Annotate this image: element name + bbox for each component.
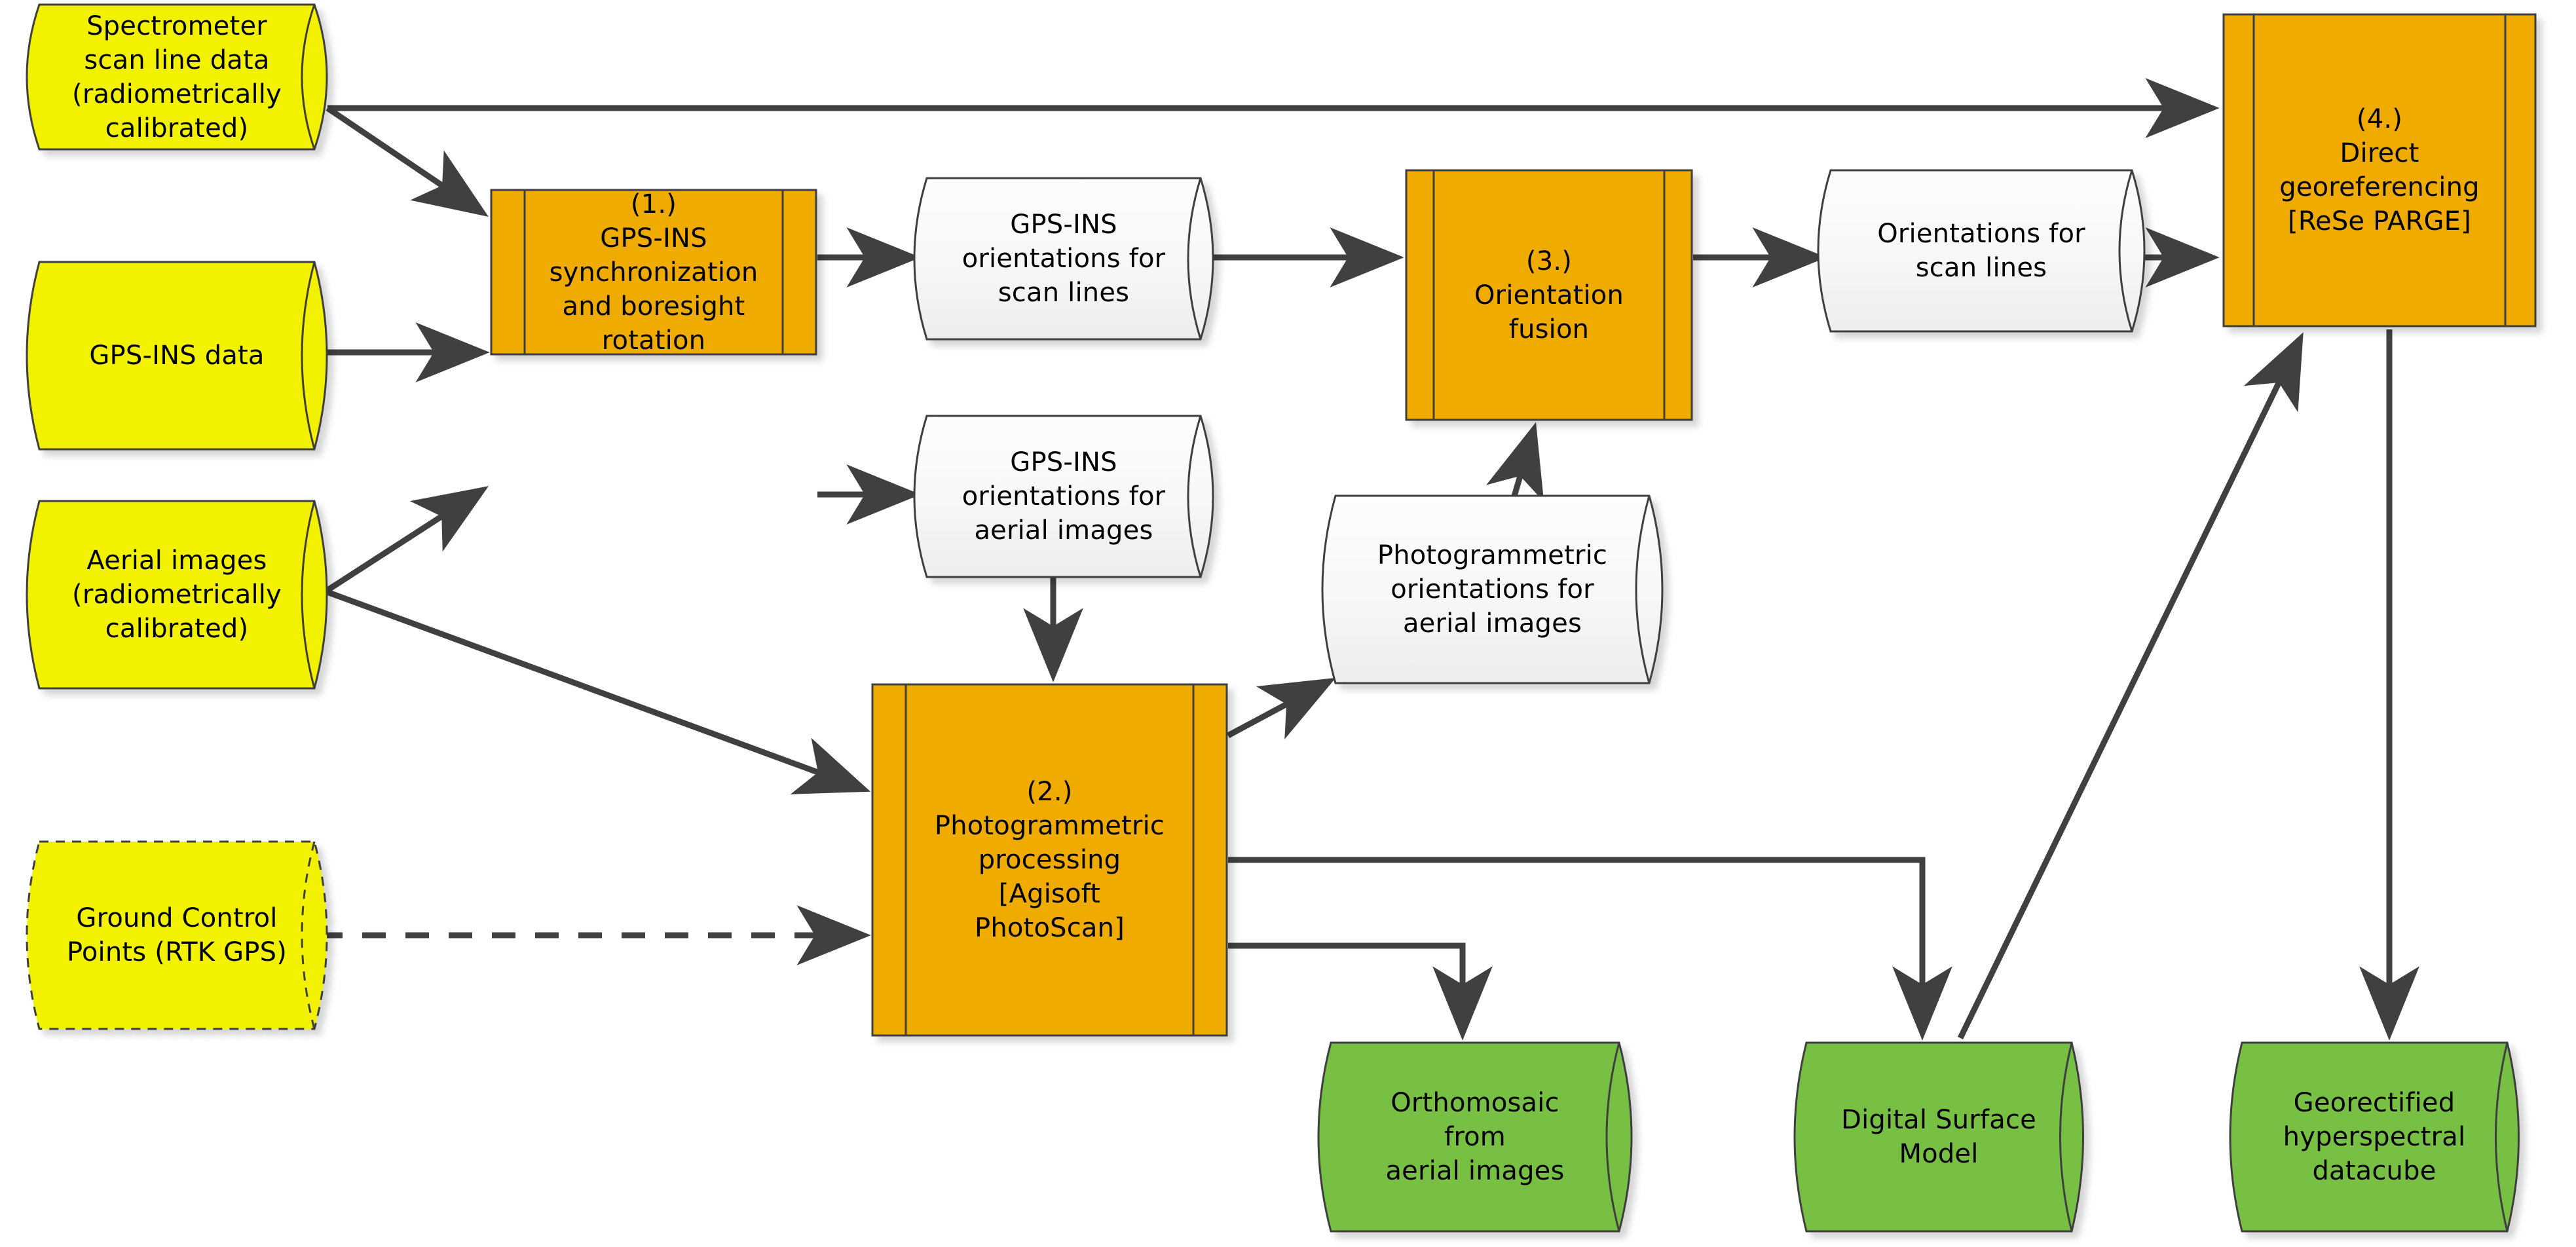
node-label: Digital Surface Model [1841, 1105, 2036, 1169]
edge-proc2-to-orthomosaic [1228, 942, 1493, 1041]
node-process-3-orientation-fusion[interactable]: (3.) Orientation fusion [1405, 169, 1693, 421]
node-process-1-gps-ins-sync[interactable]: (1.) GPS-INS synchronization and boresig… [490, 189, 817, 356]
node-label: Georectified hyperspectral datacube [2283, 1088, 2466, 1186]
node-gps-ins-data[interactable]: GPS-INS data [13, 261, 341, 451]
node-spectrometer-scan-line-data[interactable]: Spectrometer scan line data (radiometric… [13, 3, 341, 151]
node-label: Photogrammetric orientations for aerial … [1377, 540, 1608, 639]
edge-aerial-to-proc1 [324, 486, 489, 594]
edge-spectrometer-to-proc1 [326, 105, 489, 217]
node-process-4-direct-georeferencing[interactable]: (4.) Direct georeferencing [ReSe PARGE] [2222, 13, 2537, 327]
node-process-2-photogrammetric[interactable]: (2.) Photogrammetric processing [Agisoft… [871, 683, 1228, 1037]
cylinder-shape-dashed [26, 840, 328, 1030]
predefined-process-shape [490, 189, 817, 356]
node-label: Aerial images (radiometrically calibrate… [72, 546, 282, 644]
node-georectified-hyperspectral-datacube[interactable]: Georectified hyperspectral datacube [2217, 1041, 2531, 1233]
cylinder-shape [1817, 169, 2146, 333]
cylinder-shape [2229, 1041, 2520, 1233]
cylinder-shape [913, 177, 1214, 341]
node-label: GPS-INS data [89, 341, 265, 371]
node-label: GPS-INS orientations for scan lines [961, 210, 1166, 308]
predefined-process-shape [871, 683, 1228, 1037]
predefined-process-shape [2222, 13, 2537, 327]
node-gps-ins-orientations-aerial-images[interactable]: GPS-INS orientations for aerial images [901, 415, 1227, 578]
node-digital-surface-model[interactable]: Digital Surface Model [1782, 1041, 2096, 1233]
edge-aerial-to-proc2 [324, 588, 871, 794]
cylinder-shape [26, 3, 328, 151]
node-label: GPS-INS orientations for aerial images [961, 447, 1166, 546]
node-label: (2.) Photogrammetric processing [Agisoft… [934, 777, 1165, 943]
cylinder-shape [1317, 1041, 1633, 1233]
node-gps-ins-orientations-scan-lines[interactable]: GPS-INS orientations for scan lines [901, 177, 1227, 341]
edge-proc2-to-photogramori [1226, 677, 1336, 739]
cylinder-shape [26, 261, 328, 451]
cylinder-shape [1321, 494, 1664, 684]
node-label: Spectrometer scan line data (radiometric… [72, 10, 282, 143]
node-ground-control-points[interactable]: Ground Control Points (RTK GPS) [13, 840, 341, 1030]
node-photogrammetric-orientations-aerial-images[interactable]: Photogrammetric orientations for aerial … [1308, 494, 1677, 684]
node-label: Ground Control Points (RTK GPS) [66, 903, 288, 967]
cylinder-shape [1793, 1041, 2084, 1233]
node-label: Orthomosaic from aerial images [1385, 1088, 1565, 1186]
edge-dsm-to-proc4 [1957, 332, 2304, 1039]
node-label: Orientations for scan lines [1877, 219, 2085, 283]
node-aerial-images[interactable]: Aerial images (radiometrically calibrate… [13, 500, 341, 690]
predefined-process-shape [1405, 169, 1693, 421]
node-label: (1.) GPS-INS synchronization and boresig… [549, 189, 758, 356]
node-label: (3.) Orientation fusion [1474, 246, 1624, 344]
edge-proc2-to-dsm [1228, 857, 1952, 1041]
node-orthomosaic-from-aerial-images[interactable]: Orthomosaic from aerial images [1305, 1041, 1645, 1233]
node-orientations-for-scan-lines[interactable]: Orientations for scan lines [1804, 169, 2158, 333]
node-label: (4.) Direct georeferencing [ReSe PARGE] [2279, 104, 2480, 236]
